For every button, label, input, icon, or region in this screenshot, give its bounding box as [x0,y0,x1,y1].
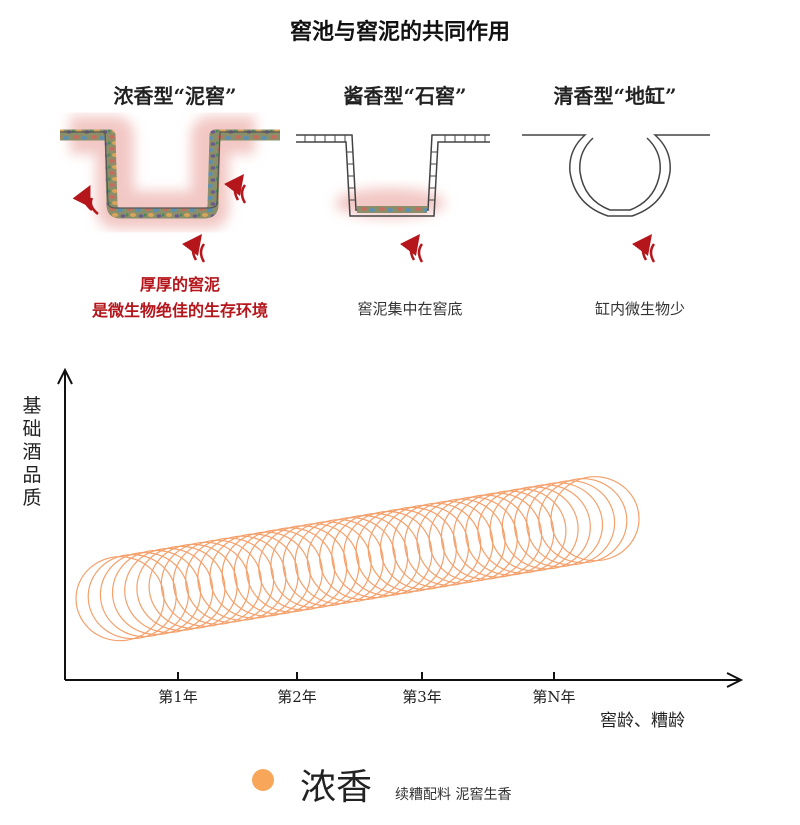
y-axis-label: 基础酒品质 [22,395,42,509]
stone-caption: 窖泥集中在窖底 [357,300,463,318]
spring-coil-loop [550,476,640,562]
figure-title: 窖池与窖泥的共同作用 [289,19,510,45]
pit-title-jar: 清香型“地缸” [553,84,677,108]
legend-marker [252,769,274,791]
x-tick-label: 第3年 [402,688,442,706]
x-tick-label: 第N年 [532,688,576,706]
pit-diagrams [60,116,710,263]
pit-title-mud: 浓香型“泥窖” [113,84,237,108]
legend-series-description: 续糟配料 泥窖生香 [395,787,512,803]
mud-pit-illustration [60,116,280,263]
jar-caption: 缸内微生物少 [594,300,685,318]
x-tick-label: 第1年 [158,688,198,706]
jar-illustration [522,134,710,263]
x-axis-label: 窖龄、糟龄 [600,711,685,731]
mud-caption-line2: 是微生物绝佳的生存环境 [91,301,268,320]
x-axis-arrow [726,672,744,688]
pit-title-stone: 酱香型“石窖” [343,84,467,108]
y-axis-arrow [57,367,73,385]
x-tick-label: 第2年 [277,688,317,706]
legend-series-name: 浓香 [300,767,373,808]
stone-pit-illustration [296,134,490,263]
mud-caption-line1: 厚厚的窖泥 [139,275,220,294]
